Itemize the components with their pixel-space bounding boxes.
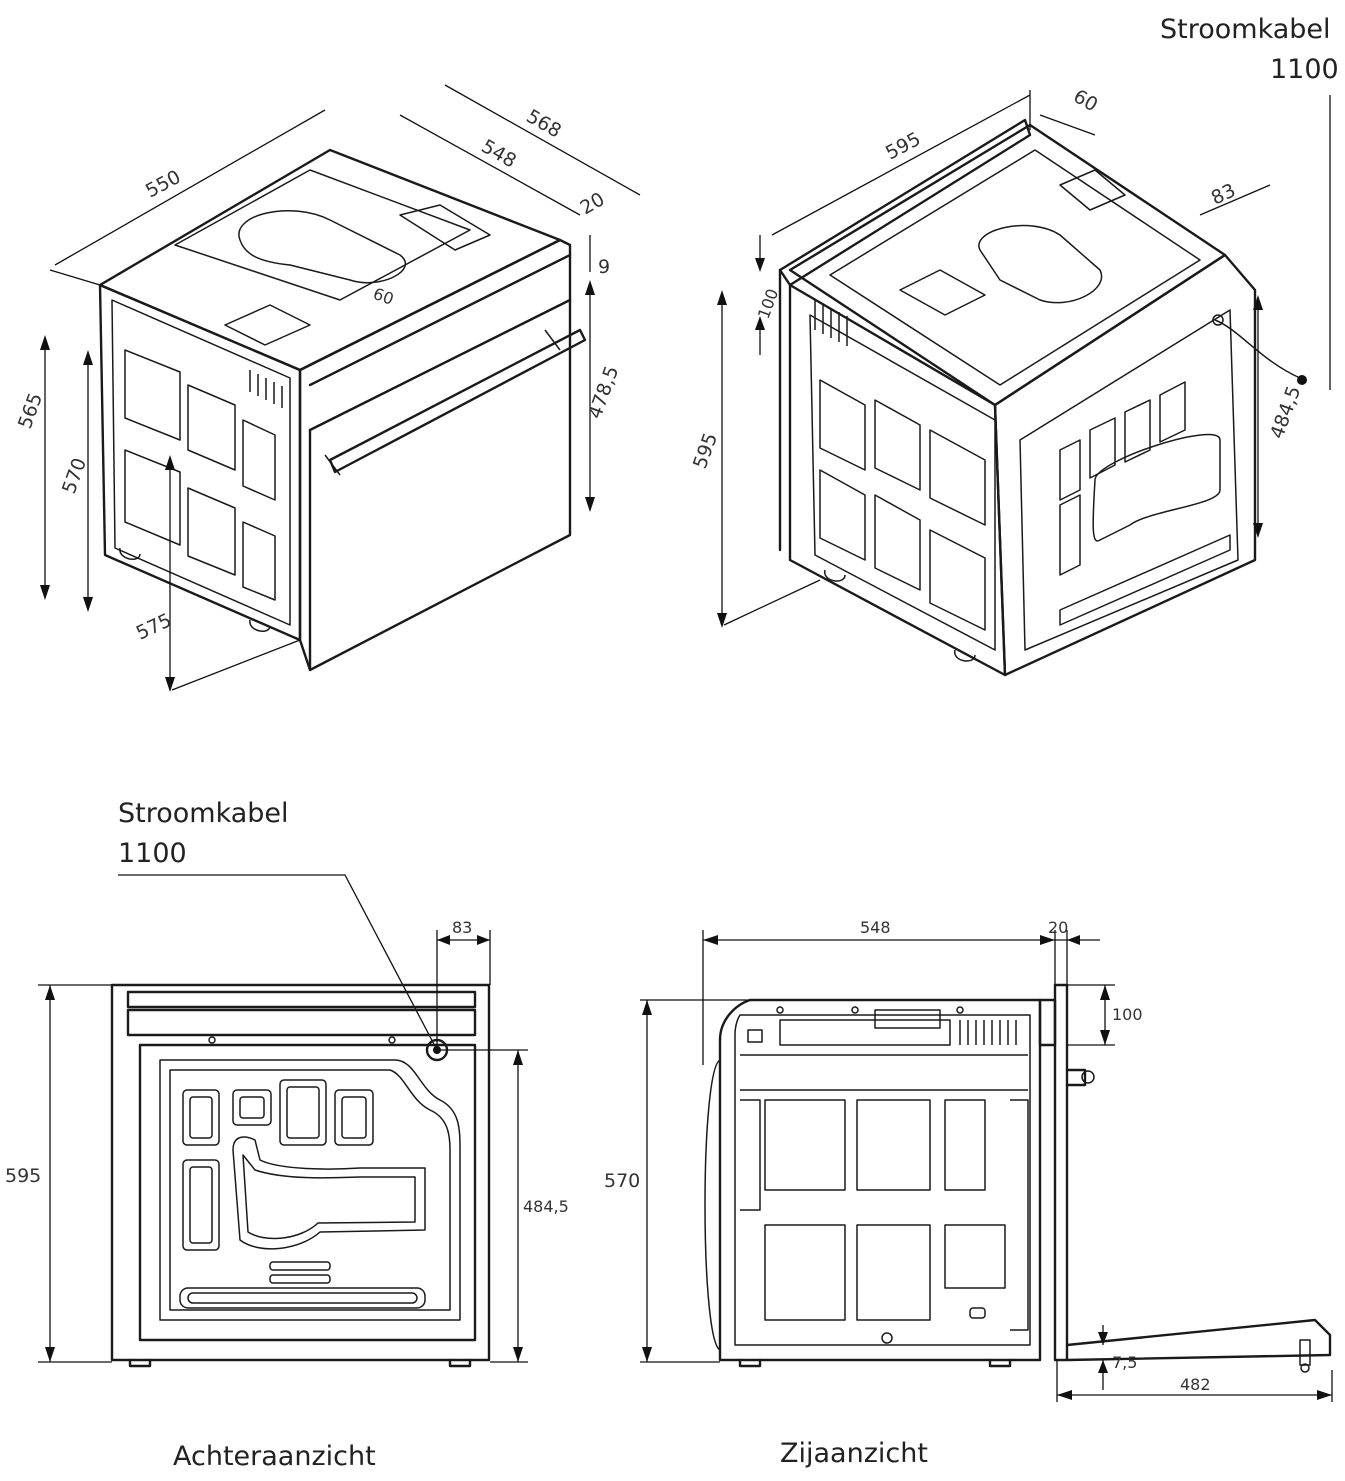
dim-570: 570 (58, 455, 91, 497)
cable-label-rear: Stroomkabel (118, 798, 289, 829)
dim-9: 9 (598, 256, 610, 278)
cable-label-top: Stroomkabel (1160, 14, 1331, 45)
dim-7-5-side: 7,5 (1112, 1353, 1137, 1372)
dim-595-width: 595 (882, 128, 924, 164)
dim-565: 565 (14, 390, 47, 432)
dim-550: 550 (142, 166, 184, 202)
dim-548-side: 548 (860, 918, 891, 937)
dim-548: 548 (478, 135, 520, 172)
dim-100-iso: 100 (754, 286, 782, 321)
dim-60-rear: 60 (1070, 85, 1102, 116)
dim-575: 575 (133, 609, 175, 644)
iso-front-view: 550 548 568 20 9 60 565 570 575 478,5 (14, 84, 641, 692)
dim-83-rear: 83 (452, 918, 472, 937)
dim-60-top: 60 (371, 284, 397, 309)
dim-595-rear: 595 (5, 1165, 41, 1187)
rear-view-title: Achteraanzicht (173, 1441, 376, 1472)
dim-100-side: 100 (1112, 1005, 1143, 1024)
dim-20: 20 (577, 188, 609, 219)
dim-595-height: 595 (689, 430, 722, 472)
cable-length-rear: 1100 (118, 838, 187, 869)
side-view: 548 20 100 570 7,5 482 Zijaanzicht (604, 918, 1333, 1469)
dim-20-side: 20 (1048, 918, 1068, 937)
dim-568: 568 (523, 105, 565, 142)
dim-484-5-iso: 484,5 (1266, 383, 1305, 442)
dim-83-iso: 83 (1208, 179, 1239, 209)
cable-length-top: 1100 (1270, 54, 1339, 85)
dim-570-side: 570 (604, 1170, 640, 1192)
dim-484-5-rear: 484,5 (523, 1197, 569, 1216)
iso-rear-view: Stroomkabel 1100 (689, 14, 1339, 677)
dim-482-side: 482 (1180, 1375, 1211, 1394)
rear-view: Stroomkabel 1100 (5, 798, 569, 1472)
side-view-title: Zijaanzicht (780, 1438, 928, 1469)
